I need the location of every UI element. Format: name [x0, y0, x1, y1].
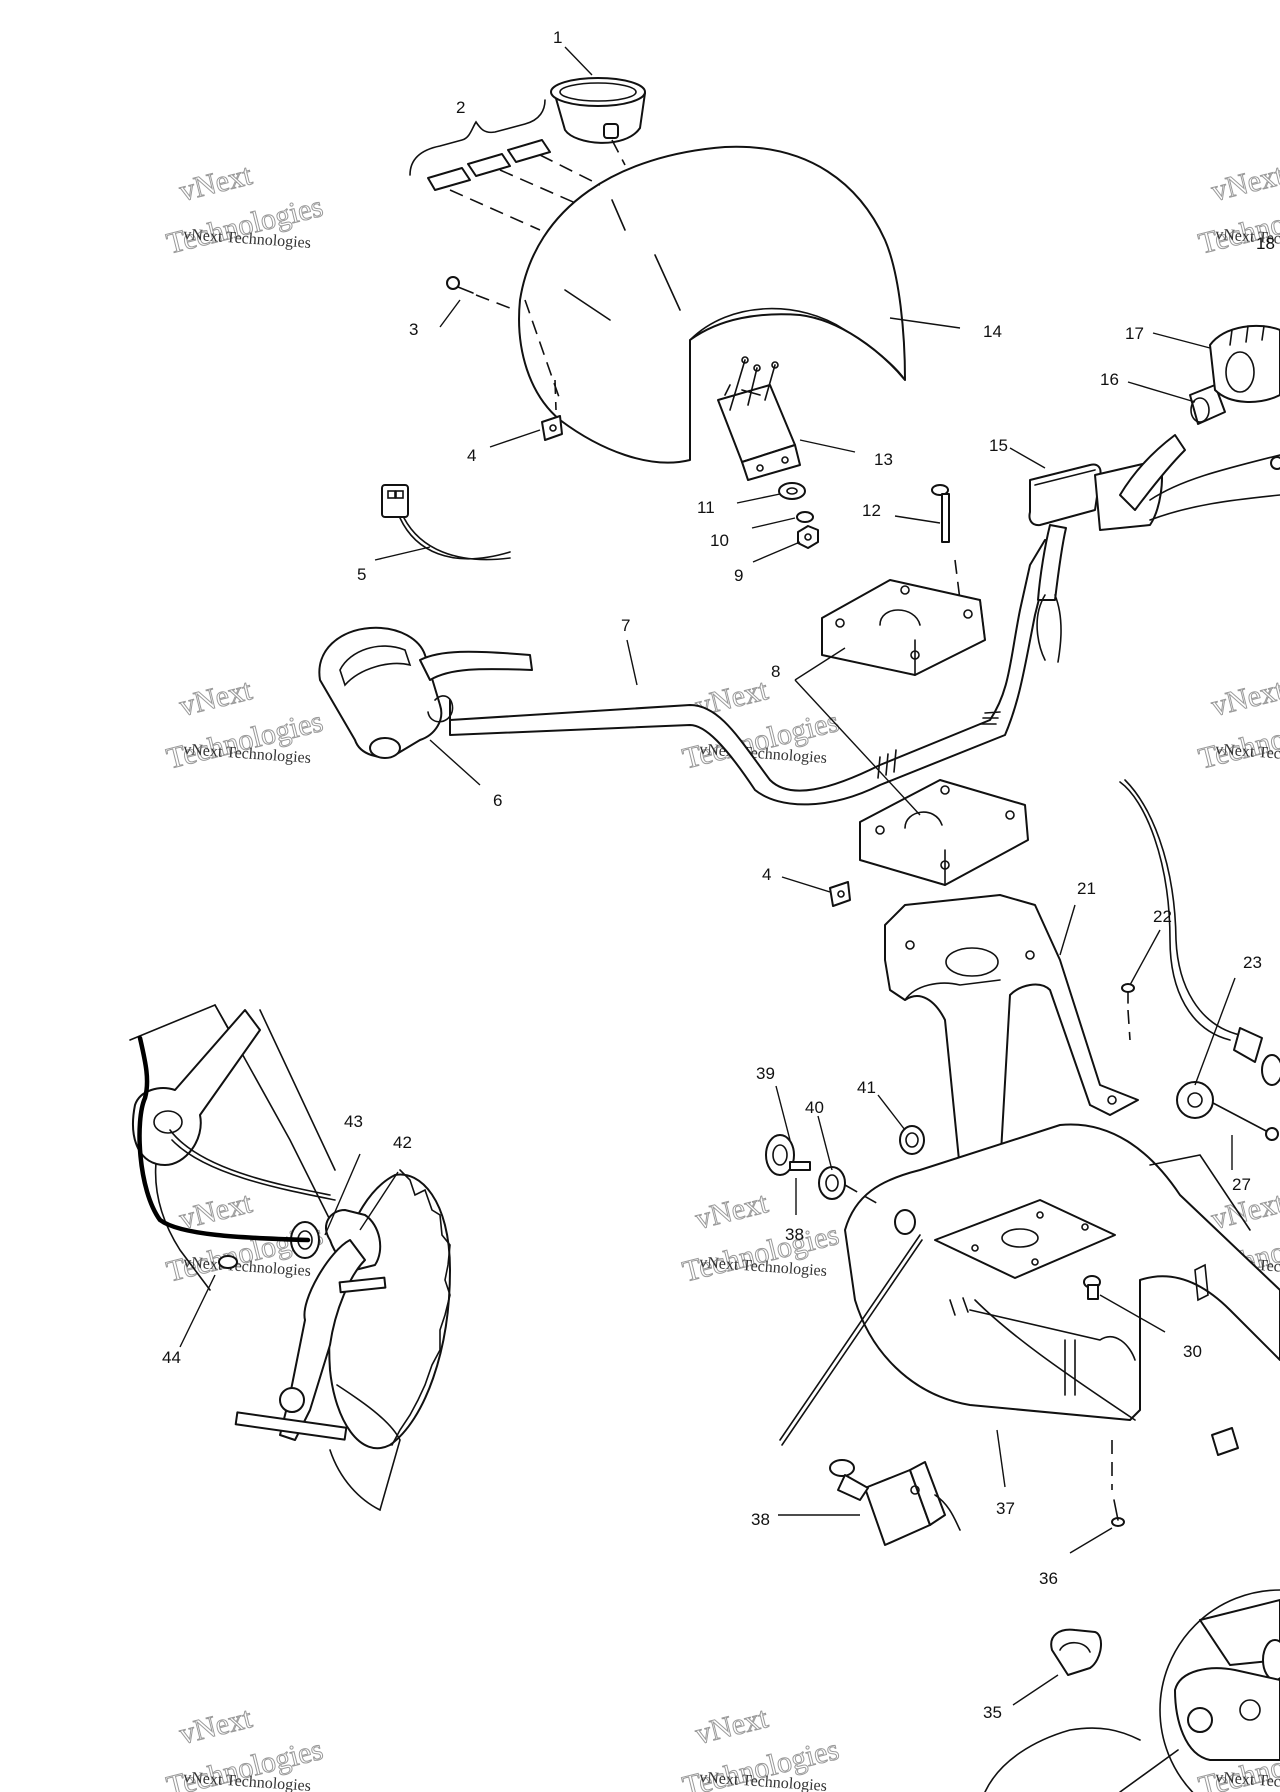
part-21-support-bracket [884, 894, 1139, 1186]
callout-44: 44 [162, 1348, 181, 1367]
callout-42: 42 [393, 1133, 412, 1152]
svg-text:vNext: vNext [176, 158, 256, 208]
svg-text:vNext: vNext [1208, 673, 1280, 723]
part-11-washer [778, 482, 806, 500]
watermark-text: vNext Technologies [699, 1769, 828, 1792]
part-15-master-cylinder [1028, 434, 1280, 663]
callout-40: 40 [805, 1098, 824, 1117]
brake-wheel-assembly [129, 1003, 451, 1512]
callout-27: 27 [1232, 1175, 1251, 1194]
callout-13: 13 [874, 450, 893, 469]
callout-4: 4 [467, 446, 476, 465]
callout-37: 37 [996, 1499, 1015, 1518]
part-35-cable-clamp [1050, 1628, 1102, 1676]
callout-16: 16 [1100, 370, 1119, 389]
callout-12: 12 [862, 501, 881, 520]
callout-7: 7 [621, 616, 630, 635]
callout-4-lower: 4 [762, 865, 771, 884]
svg-text:vNext: vNext [176, 1701, 256, 1751]
svg-text:vNext: vNext [692, 1701, 772, 1751]
part-22-screw [1121, 983, 1135, 1041]
callout-15: 15 [989, 436, 1008, 455]
part-39-switch-knob [765, 1134, 811, 1176]
leader-lines [179, 46, 1236, 1706]
part-4-clip-lower [829, 881, 851, 907]
callout-36: 36 [1039, 1569, 1058, 1588]
part-36-screw [1111, 1440, 1125, 1527]
callout-22: 22 [1153, 907, 1172, 926]
part-12-bolt [931, 484, 961, 601]
callout-6: 6 [493, 791, 502, 810]
part-37-front-panel [844, 1123, 1280, 1421]
part-5-harness-connector [381, 484, 511, 561]
part-17-switch-housing [1209, 324, 1280, 403]
callout-21: 21 [1077, 879, 1096, 898]
callout-38-upper: 38 [785, 1225, 804, 1244]
part-23-sensor-cable [1119, 779, 1280, 1086]
callout-17: 17 [1125, 324, 1144, 343]
callout-30: 30 [1183, 1342, 1202, 1361]
callout-3: 3 [409, 320, 418, 339]
svg-text:vNext: vNext [692, 1186, 772, 1236]
callout-41: 41 [857, 1078, 876, 1097]
brake-cable [137, 1035, 311, 1243]
part-16-spacer [1189, 384, 1226, 425]
callout-labels: 1 2 3 4 5 6 7 8 9 10 11 12 13 14 15 16 1… [162, 28, 1275, 1722]
callout-9: 9 [734, 566, 743, 585]
part-7-handlebar [449, 539, 1063, 806]
callout-43: 43 [344, 1112, 363, 1131]
part-6-left-switch-housing [318, 626, 533, 759]
detail-circle [984, 1589, 1280, 1792]
part-14-handlebar-pod [518, 145, 906, 464]
part-1-lamp-housing [550, 77, 646, 166]
part-2-indicator-lenses [409, 99, 601, 231]
callout-2: 2 [456, 98, 465, 117]
part-27-speedo-drive [1176, 1081, 1279, 1141]
part-9-nut [797, 525, 819, 549]
callout-1: 1 [553, 28, 562, 47]
callout-11: 11 [697, 498, 715, 517]
part-10-lock-washer [796, 511, 814, 523]
callout-23: 23 [1243, 953, 1262, 972]
svg-text:vNext: vNext [176, 673, 256, 723]
callout-5: 5 [357, 565, 366, 584]
callout-14: 14 [983, 322, 1002, 341]
part-40-nut-ring [818, 1166, 846, 1200]
watermark-text: vNext Technologies [183, 1769, 312, 1792]
callout-18: 18 [1256, 234, 1275, 253]
part-38-ignition-switch [779, 1234, 961, 1546]
part-8-upper-clamp [821, 579, 986, 676]
callout-38: 38 [751, 1510, 770, 1529]
part-8-lower-clamp [859, 779, 1029, 886]
callout-39: 39 [756, 1064, 775, 1083]
callout-10: 10 [710, 531, 729, 550]
svg-text:vNext: vNext [1208, 158, 1280, 208]
callout-35: 35 [983, 1703, 1002, 1722]
part-3-screw [446, 276, 516, 311]
part-clip-nut [1211, 1427, 1239, 1456]
watermark-text: vNext Technologies [1215, 1769, 1280, 1792]
part-13-connector-block [717, 356, 801, 481]
part-30-bolt [1083, 1275, 1101, 1300]
callout-8: 8 [771, 662, 780, 681]
part-4-clip [541, 379, 563, 441]
part-41-washer [899, 1125, 925, 1155]
assembly-line [844, 1184, 881, 1206]
